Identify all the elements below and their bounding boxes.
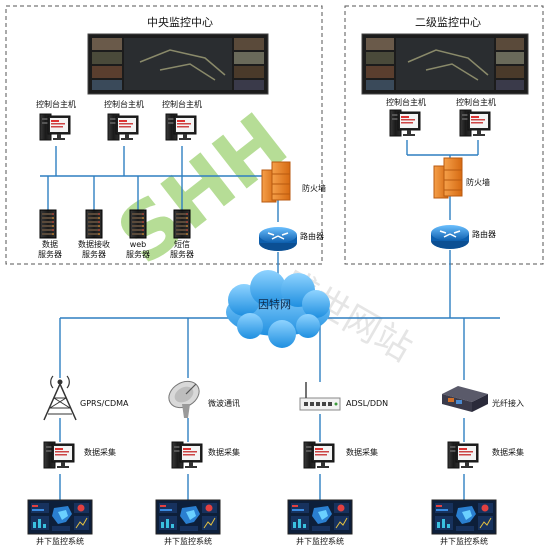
branch-2-link-label: 微波通讯 [208, 399, 240, 408]
branch-1-collector-label: 数据采集 [84, 448, 116, 457]
central-router-icon [259, 227, 297, 251]
internet-label: 因特网 [258, 298, 291, 311]
secondary-console-host-1 [389, 109, 421, 137]
branch-3-collector-label: 数据采集 [346, 448, 378, 457]
central-console-host-1 [39, 113, 71, 141]
antenna-icon [43, 375, 77, 421]
fiber-converter-icon [442, 386, 488, 412]
secondary-center-frame [344, 5, 544, 265]
central-center-frame [5, 5, 323, 265]
branch-2-collector-host [171, 441, 203, 469]
branch-3-collector-host [303, 441, 335, 469]
central-console-label-3: 控制台主机 [162, 100, 202, 109]
server-label-data: 数据 服务器 [38, 240, 62, 259]
secondary-console-label-1: 控制台主机 [386, 98, 426, 107]
central-firewall-icon [261, 161, 291, 203]
web-server-icon [129, 209, 147, 239]
branch-3-system-label: 井下监控系统 [296, 537, 344, 546]
branch-3-monitor-screen [287, 499, 353, 535]
central-firewall-label: 防火墙 [302, 184, 326, 193]
central-center-title: 中央监控中心 [147, 16, 213, 29]
central-console-host-3 [165, 113, 197, 141]
branch-4-collector-host [447, 441, 479, 469]
central-router-label: 路由器 [300, 232, 324, 241]
branch-1-link-label: GPRS/CDMA [80, 399, 129, 408]
central-video-wall [87, 33, 269, 95]
internet-cloud-icon [226, 270, 330, 348]
branch-3-link-label: ADSL/DDN [346, 399, 389, 408]
branch-2-system-label: 井下监控系统 [164, 537, 212, 546]
branch-1-collector-host [43, 441, 75, 469]
secondary-firewall-icon [433, 157, 463, 199]
server-label-sms: 短信 服务器 [170, 240, 194, 259]
branch-4-collector-label: 数据采集 [492, 448, 524, 457]
server-label-web: web 服务器 [126, 240, 150, 259]
server-label-receive: 数据接收 服务器 [78, 240, 110, 259]
secondary-firewall-label: 防火墙 [466, 178, 490, 187]
modem-icon [299, 382, 341, 411]
secondary-center-title: 二级监控中心 [415, 16, 481, 29]
secondary-console-label-2: 控制台主机 [456, 98, 496, 107]
branch-4-monitor-screen [431, 499, 497, 535]
central-console-label-2: 控制台主机 [104, 100, 144, 109]
central-console-host-2 [107, 113, 139, 141]
branch-1-monitor-screen [27, 499, 93, 535]
branch-2-monitor-screen [155, 499, 221, 535]
secondary-router-icon [431, 225, 469, 249]
branch-4-system-label: 井下监控系统 [440, 537, 488, 546]
secondary-console-host-2 [459, 109, 491, 137]
data-receive-server-icon [85, 209, 103, 239]
sms-server-icon [173, 209, 191, 239]
central-console-label-1: 控制台主机 [36, 100, 76, 109]
branch-1-system-label: 井下监控系统 [36, 537, 84, 546]
branch-2-collector-label: 数据采集 [208, 448, 240, 457]
branch-4-link-label: 光纤接入 [492, 399, 524, 408]
satellite-dish-icon [168, 380, 200, 418]
secondary-video-wall [361, 33, 529, 95]
data-server-icon [39, 209, 57, 239]
secondary-router-label: 路由器 [472, 230, 496, 239]
